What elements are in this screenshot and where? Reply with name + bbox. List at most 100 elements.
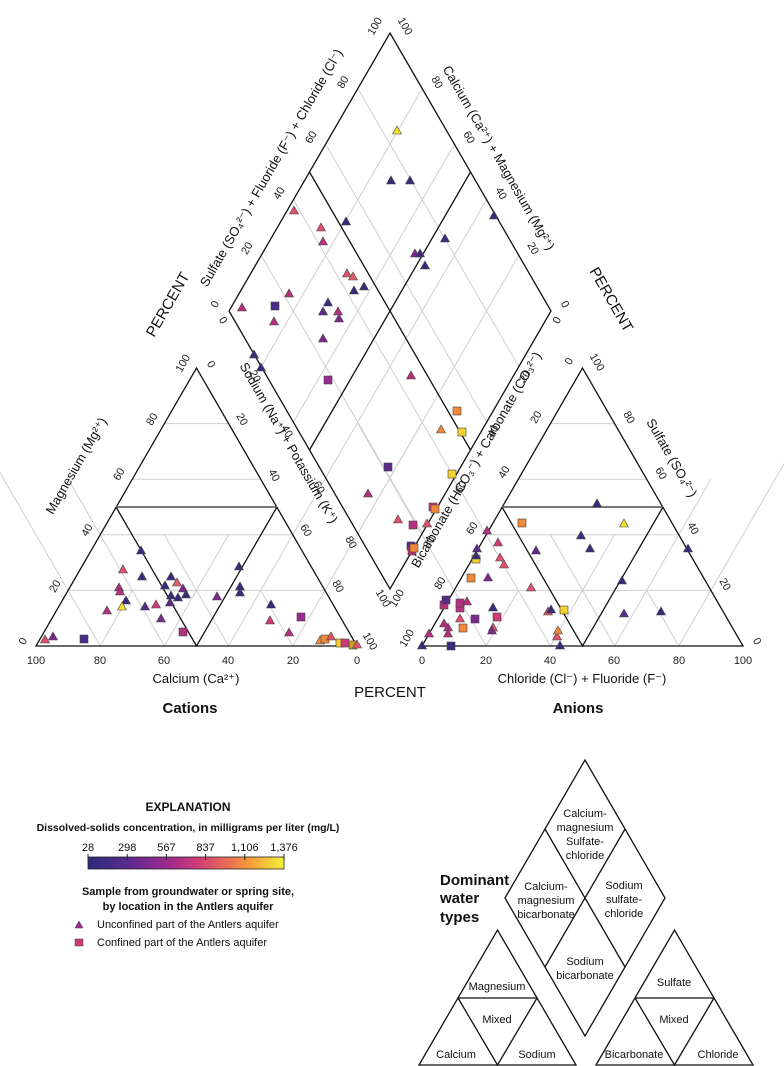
confined-sample-marker bbox=[518, 519, 526, 527]
unconfined-sample-marker bbox=[343, 269, 352, 277]
svg-text:0: 0 bbox=[558, 299, 571, 310]
unconfined-sample-marker bbox=[456, 614, 465, 622]
svg-text:100: 100 bbox=[398, 628, 418, 650]
svg-text:0: 0 bbox=[419, 655, 425, 667]
svg-text:0: 0 bbox=[204, 359, 217, 370]
cation-bottom-ticks: 100 80 60 40 20 0 bbox=[27, 655, 360, 667]
anion-bottom-ticks: 0 20 40 60 80 100 bbox=[419, 655, 752, 667]
svg-text:20: 20 bbox=[233, 411, 250, 428]
confined-sample-marker bbox=[341, 639, 349, 647]
svg-text:100: 100 bbox=[587, 352, 607, 374]
svg-text:100: 100 bbox=[174, 353, 194, 375]
confined-sample-marker bbox=[297, 613, 305, 621]
svg-text:Mixed: Mixed bbox=[482, 1014, 511, 1026]
unconfined-sample-marker bbox=[421, 261, 430, 269]
svg-text:60: 60 bbox=[303, 129, 320, 146]
confined-sample-marker bbox=[80, 635, 88, 643]
svg-text:60: 60 bbox=[297, 522, 314, 539]
scale-tick-label: 28 bbox=[82, 842, 94, 854]
svg-text:chloride: chloride bbox=[566, 850, 605, 862]
svg-text:Sodium: Sodium bbox=[518, 1049, 555, 1061]
confined-sample-marker bbox=[471, 615, 479, 623]
anion-subregion bbox=[502, 507, 663, 646]
unconfined-sample-marker bbox=[167, 591, 176, 599]
square-marker-icon bbox=[75, 939, 83, 946]
confined-sample-marker bbox=[456, 599, 464, 607]
unconfined-sample-marker bbox=[489, 603, 498, 611]
cations-title: Cations bbox=[162, 700, 217, 717]
unconfined-sample-marker bbox=[364, 489, 373, 497]
confined-sample-marker bbox=[409, 521, 417, 529]
unconfined-sample-marker bbox=[484, 573, 493, 581]
svg-text:80: 80 bbox=[620, 409, 637, 426]
unconfined-sample-marker bbox=[593, 499, 602, 507]
svg-text:0: 0 bbox=[209, 299, 222, 310]
svg-text:magnesium: magnesium bbox=[518, 895, 575, 907]
svg-text:20: 20 bbox=[239, 240, 256, 257]
legend-unconfined-label: Unconfined part of the Antlers aquifer bbox=[97, 919, 279, 931]
svg-text:60: 60 bbox=[158, 655, 170, 667]
unconfined-sample-marker bbox=[418, 641, 427, 649]
svg-text:bicarbonate: bicarbonate bbox=[556, 970, 614, 982]
svg-text:40: 40 bbox=[222, 655, 234, 667]
legend-confined-label: Confined part of the Antlers aquifer bbox=[97, 937, 267, 949]
diamond-upper-left-axis-label: Sulfate (SO₄²⁻) + Fluoride (F⁻) + Chlori… bbox=[197, 46, 346, 289]
water-types-heading-1: Dominant bbox=[440, 872, 509, 889]
unconfined-sample-marker bbox=[152, 600, 161, 608]
svg-text:20: 20 bbox=[47, 578, 64, 595]
legend-scale-label: Dissolved-solids concentration, in milli… bbox=[37, 822, 340, 834]
svg-text:60: 60 bbox=[464, 520, 481, 537]
svg-text:0: 0 bbox=[551, 315, 564, 326]
grid-lines bbox=[0, 89, 784, 646]
unconfined-sample-marker bbox=[122, 596, 131, 604]
svg-text:magnesium: magnesium bbox=[557, 822, 614, 834]
water-types-heading-3: types bbox=[440, 909, 479, 926]
svg-text:40: 40 bbox=[271, 185, 288, 202]
diamond-upper-right-axis-label: Calcium (Ca²⁺) + Magnesium (Mg²⁺) bbox=[440, 63, 558, 253]
unconfined-sample-marker bbox=[490, 211, 499, 219]
unconfined-sample-marker bbox=[319, 307, 328, 315]
anion-bottom-axis-label: Chloride (Cl⁻) + Fluoride (F⁻) bbox=[498, 671, 667, 686]
unconfined-sample-marker bbox=[137, 546, 146, 554]
water-types-heading-2: water bbox=[439, 890, 479, 907]
confined-sample-marker bbox=[448, 470, 456, 478]
svg-text:0: 0 bbox=[17, 636, 30, 647]
svg-text:0: 0 bbox=[563, 356, 576, 367]
unconfined-sample-marker bbox=[257, 363, 266, 371]
svg-text:Calcium: Calcium bbox=[436, 1049, 476, 1061]
unconfined-sample-marker bbox=[103, 606, 112, 614]
percent-label-right: PERCENT bbox=[586, 264, 637, 335]
unconfined-sample-marker bbox=[441, 234, 450, 242]
confined-sample-marker bbox=[384, 463, 392, 471]
svg-text:Calcium-: Calcium- bbox=[524, 881, 568, 893]
svg-text:20: 20 bbox=[524, 240, 541, 257]
svg-text:100: 100 bbox=[395, 16, 415, 38]
confined-sample-marker bbox=[442, 596, 450, 604]
unconfined-sample-marker bbox=[238, 303, 247, 311]
confined-sample-marker bbox=[459, 624, 467, 632]
svg-text:Bicarbonate: Bicarbonate bbox=[605, 1049, 664, 1061]
svg-text:Chloride: Chloride bbox=[698, 1049, 739, 1061]
anions-title: Anions bbox=[553, 700, 604, 717]
unconfined-sample-marker bbox=[342, 217, 351, 225]
svg-text:40: 40 bbox=[544, 655, 556, 667]
unconfined-sample-marker bbox=[213, 592, 222, 600]
triangle-marker-icon bbox=[75, 921, 83, 928]
svg-text:80: 80 bbox=[335, 74, 352, 91]
svg-text:Mixed: Mixed bbox=[659, 1014, 688, 1026]
unconfined-sample-marker bbox=[618, 576, 627, 584]
water-types-key: Dominant water types Calcium- magnesium … bbox=[419, 760, 753, 1065]
unconfined-sample-marker bbox=[285, 289, 294, 297]
unconfined-sample-marker bbox=[174, 593, 183, 601]
explanation-legend: EXPLANATION Dissolved-solids concentrati… bbox=[37, 800, 340, 949]
svg-text:20: 20 bbox=[716, 576, 733, 593]
unconfined-sample-marker bbox=[527, 583, 536, 591]
svg-text:80: 80 bbox=[673, 655, 685, 667]
svg-text:chloride: chloride bbox=[605, 908, 644, 920]
unconfined-sample-marker bbox=[319, 237, 328, 245]
confined-sample-marker bbox=[410, 544, 418, 552]
svg-text:80: 80 bbox=[329, 578, 346, 595]
percent-label-left: PERCENT bbox=[143, 269, 194, 340]
svg-text:40: 40 bbox=[684, 520, 701, 537]
